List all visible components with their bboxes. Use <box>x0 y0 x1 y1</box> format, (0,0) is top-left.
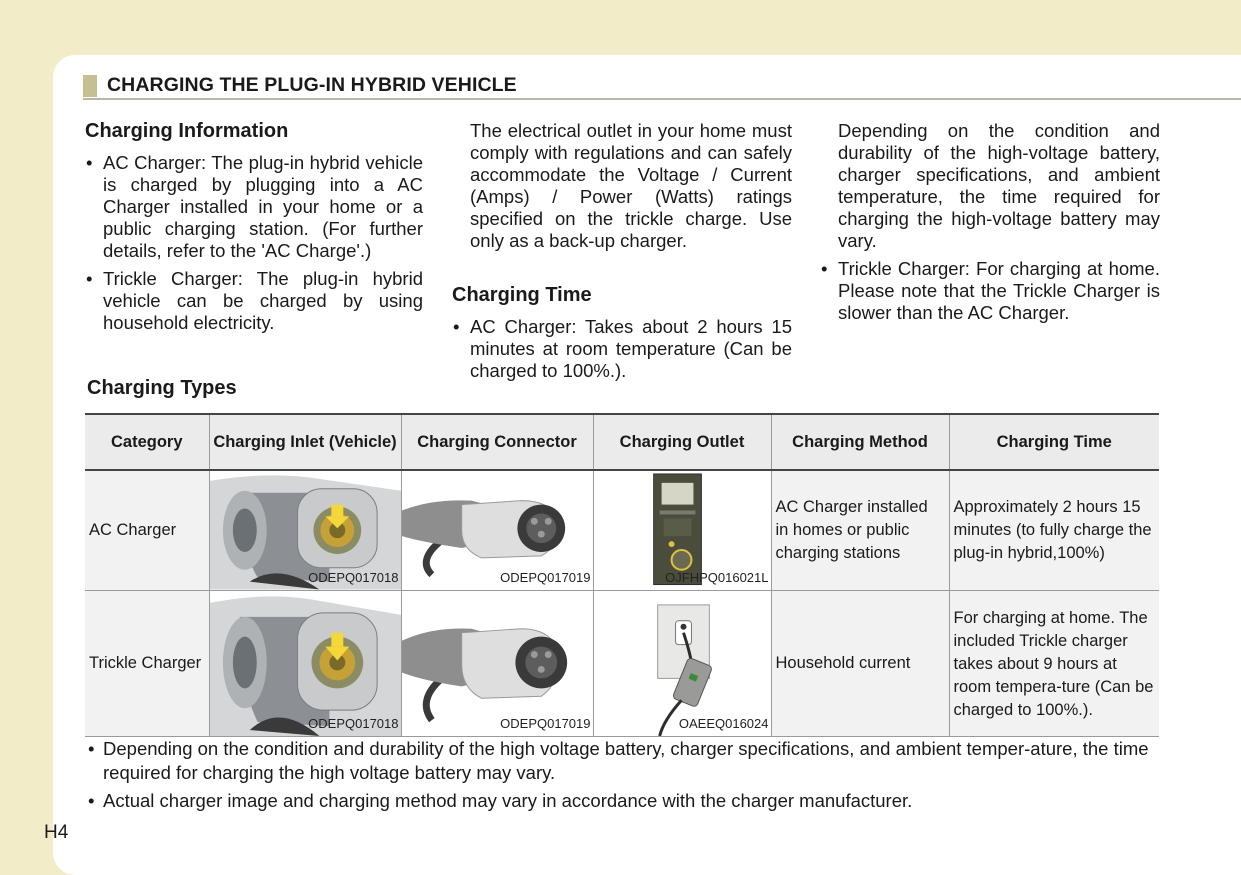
battery-paragraph: Depending on the condition and durabilit… <box>838 120 1160 251</box>
column-2: The electrical outlet in your home must … <box>452 120 792 388</box>
section-title: CHARGING THE PLUG-IN HYBRID VEHICLE <box>107 74 517 96</box>
charging-connector-image: ODEPQ017019 <box>400 590 594 737</box>
trickle-list: Trickle Charger: For charging at home. P… <box>820 258 1160 324</box>
table-header-row: Category Charging Inlet (Vehicle) Chargi… <box>85 413 1159 471</box>
section-header: CHARGING THE PLUG-IN HYBRID VEHICLE <box>83 72 1241 100</box>
charging-information-heading: Charging Information <box>85 120 289 142</box>
footnote-list: Depending on the condition and durabilit… <box>87 737 1161 817</box>
col-header-category: Category <box>85 413 209 471</box>
table-row: Trickle Charger ODEPQ017018 <box>85 590 1159 737</box>
charging-outlet-image: OAEEQ016024 <box>592 590 772 737</box>
page-number: H4 <box>44 822 69 843</box>
vehicle-inlet-illustration <box>210 471 400 589</box>
table-row: AC Charger ODEPQ017018 <box>85 470 1159 591</box>
image-code: ODEPQ017018 <box>308 569 399 585</box>
image-code: OAEEQ016024 <box>678 715 769 731</box>
list-item: AC Charger: Takes about 2 hours 15 minut… <box>452 316 792 382</box>
method-cell: AC Charger installed in homes or public … <box>770 470 950 591</box>
time-cell: For charging at home. The included Trick… <box>948 590 1159 737</box>
image-code: ODEPQ017019 <box>500 569 591 585</box>
charging-information-list: AC Charger: The plug-in hybrid vehicle i… <box>85 152 423 334</box>
col-header-connector: Charging Connector <box>400 413 593 471</box>
outlet-paragraph: The electrical outlet in your home must … <box>470 120 792 251</box>
household-outlet-illustration <box>594 590 770 735</box>
col-header-outlet: Charging Outlet <box>592 413 771 471</box>
charging-outlet-image: OJFHPQ016021L <box>592 470 772 591</box>
connector-illustration <box>402 590 592 735</box>
category-cell: AC Charger <box>85 470 210 591</box>
time-cell: Approximately 2 hours 15 minutes (to ful… <box>948 470 1159 591</box>
vehicle-inlet-illustration <box>210 590 400 735</box>
image-code: ODEPQ017019 <box>500 715 591 731</box>
charging-types-heading: Charging Types <box>87 377 237 399</box>
list-item: AC Charger: The plug-in hybrid vehicle i… <box>85 152 423 262</box>
column-1: Charging Information AC Charger: The plu… <box>85 118 423 340</box>
category-cell: Trickle Charger <box>85 590 210 737</box>
charging-inlet-image: ODEPQ017018 <box>208 590 402 737</box>
col-header-time: Charging Time <box>948 413 1159 471</box>
image-code: OJFHPQ016021L <box>665 569 769 585</box>
charging-types-table: Category Charging Inlet (Vehicle) Chargi… <box>85 413 1159 737</box>
list-item: Depending on the condition and durabilit… <box>87 737 1161 785</box>
col-header-inlet: Charging Inlet (Vehicle) <box>208 413 401 471</box>
charging-station-illustration <box>594 471 770 589</box>
charging-inlet-image: ODEPQ017018 <box>208 470 402 591</box>
list-item: Actual charger image and charging method… <box>87 789 1161 813</box>
list-item: Trickle Charger: For charging at home. P… <box>820 258 1160 324</box>
charging-time-heading: Charging Time <box>452 284 592 306</box>
column-3: Depending on the condition and durabilit… <box>820 120 1160 330</box>
charging-time-list: AC Charger: Takes about 2 hours 15 minut… <box>452 316 792 382</box>
image-code: ODEPQ017018 <box>308 715 399 731</box>
header-accent-bar <box>83 75 97 97</box>
col-header-method: Charging Method <box>770 413 949 471</box>
charging-connector-image: ODEPQ017019 <box>400 470 594 591</box>
method-cell: Household current <box>770 590 950 737</box>
list-item: Trickle Charger: The plug-in hybrid vehi… <box>85 268 423 334</box>
connector-illustration <box>402 471 592 589</box>
